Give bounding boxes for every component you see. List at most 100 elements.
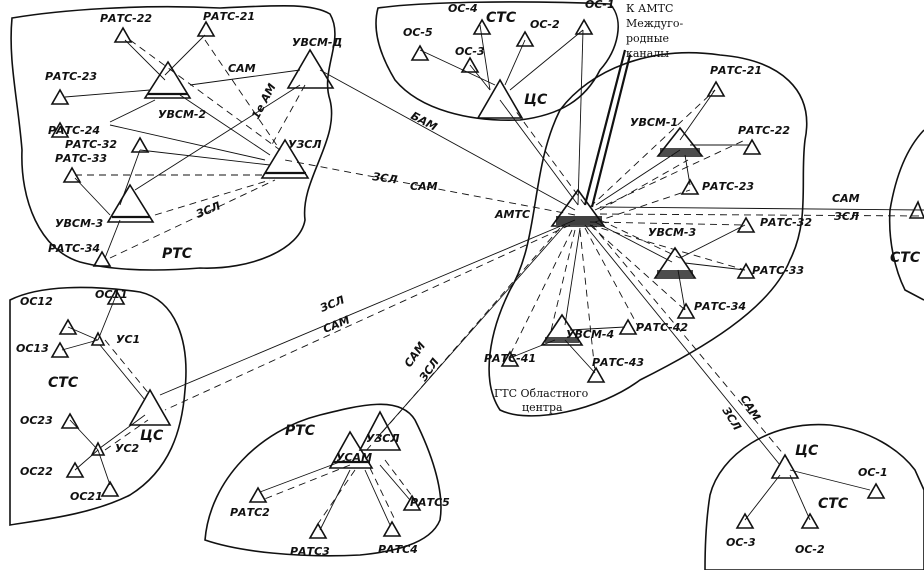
label-ratc21-top: РАТС-21 bbox=[203, 10, 255, 23]
label-ratc33-right: РАТС-33 bbox=[752, 264, 804, 277]
label-os5-top: ОС-5 bbox=[403, 26, 433, 39]
node-uvcm2-left bbox=[143, 60, 192, 99]
label-os21: ОС21 bbox=[70, 490, 103, 503]
label-link-cam-mid: САМ bbox=[321, 313, 351, 335]
node-os5-top bbox=[410, 44, 430, 61]
label-os1-top: ОС-1 bbox=[585, 0, 615, 11]
labels: РАТС-22 РАТС-21 УВСМ-Д РАТС-23 УВСМ-2 РА… bbox=[16, 0, 921, 558]
node-cs-left bbox=[128, 388, 172, 426]
node-ratc2 bbox=[248, 486, 268, 503]
label-os3-top: ОС-3 bbox=[455, 45, 485, 58]
node-os12 bbox=[58, 318, 78, 335]
label-uvcm3-left: УВСМ-3 bbox=[55, 217, 103, 230]
label-os2-br: ОС-2 bbox=[795, 543, 825, 556]
label-os2-top: ОС-2 bbox=[530, 18, 560, 31]
label-ratc34-right: РАТС-34 bbox=[694, 300, 746, 313]
region-stc-bottom-right bbox=[704, 423, 924, 570]
label-link-zcl-left-low: ЗСЛ bbox=[194, 199, 222, 220]
node-os1-br bbox=[866, 482, 886, 499]
region-stc-left bbox=[9, 286, 187, 526]
label-cs-bottom-right: ЦС bbox=[795, 443, 819, 459]
label-ratc24-left: РАТС-24 bbox=[48, 124, 100, 137]
node-ratc4 bbox=[382, 520, 402, 537]
node-cs-bottom-right bbox=[770, 453, 800, 479]
region-stc-far-right bbox=[888, 129, 924, 301]
node-amts bbox=[550, 188, 606, 227]
label-ratc23-left: РАТС-23 bbox=[45, 70, 97, 83]
label-os3-br: ОС-3 bbox=[726, 536, 756, 549]
label-ratc43: РАТС-43 bbox=[592, 356, 644, 369]
label-amtc-link: К АМТС bbox=[626, 2, 673, 15]
node-ratc24-left bbox=[50, 121, 70, 138]
node-os11 bbox=[106, 288, 126, 305]
label-rtc-left: РТС bbox=[162, 246, 193, 262]
node-ratc33-right bbox=[736, 262, 756, 279]
label-ctc-far-right: СТС bbox=[890, 250, 921, 266]
node-os3-br bbox=[735, 512, 755, 529]
node-uvcm3-left bbox=[106, 183, 155, 223]
label-us1: УС1 bbox=[116, 333, 140, 346]
label-ctc-left: СТС bbox=[48, 375, 79, 391]
label-link-cam-br: САМ bbox=[737, 393, 763, 423]
label-ctc-top: СТС bbox=[486, 10, 517, 26]
label-link-zcl: ЗСЛ bbox=[372, 170, 399, 186]
label-ratc32-left: РАТС-32 bbox=[65, 138, 117, 151]
label-intercity-1: Междуго- bbox=[626, 17, 684, 30]
node-uvcm-d bbox=[286, 48, 335, 89]
node-ratc41 bbox=[500, 350, 520, 367]
node-os1-top bbox=[574, 18, 594, 35]
region-rtc-top-left bbox=[10, 4, 336, 271]
label-link-zcl-mid: ЗСЛ bbox=[318, 293, 346, 314]
label-ratc32-right: РАТС-32 bbox=[760, 216, 812, 229]
node-uzsl-bottom bbox=[358, 410, 402, 451]
label-ratc33-left: РАТС-33 bbox=[55, 152, 107, 165]
node-uvcm3-right bbox=[653, 246, 697, 279]
label-link-bam: БАМ bbox=[409, 109, 440, 134]
label-ratc2: РАТС2 bbox=[230, 506, 270, 519]
label-ratc42: РАТС-42 bbox=[636, 321, 688, 334]
label-os1-br: ОС-1 bbox=[858, 466, 888, 479]
nodes bbox=[50, 18, 924, 539]
node-ratc22-top bbox=[113, 26, 133, 43]
label-link-cam-top: САМ bbox=[228, 62, 256, 75]
label-uvcm4: УВСМ-4 bbox=[566, 328, 614, 341]
label-ratc3: РАТС3 bbox=[290, 545, 330, 558]
label-link-zcl-bot: ЗСЛ bbox=[417, 356, 442, 384]
label-ratc23-right: РАТС-23 bbox=[702, 180, 754, 193]
label-cs-top: ЦС bbox=[524, 92, 548, 108]
label-link-cam: САМ bbox=[410, 180, 438, 193]
node-ratc42 bbox=[618, 318, 638, 335]
label-uvcm3-right: УВСМ-3 bbox=[648, 226, 696, 239]
node-ratc34-left bbox=[92, 250, 112, 267]
node-uvcm4 bbox=[540, 313, 584, 346]
label-os22: ОС22 bbox=[20, 465, 53, 478]
label-uzsl: УЗСЛ bbox=[288, 138, 322, 151]
region-gtc-center bbox=[488, 51, 808, 417]
region-stc-top bbox=[375, 1, 619, 122]
label-link-zcl-br: ЗСЛ bbox=[719, 405, 743, 433]
label-ratc4: РАТС4 bbox=[378, 543, 418, 556]
links bbox=[61, 24, 924, 531]
label-intercity-2: родные bbox=[626, 32, 669, 45]
label-ratc41: РАТС-41 bbox=[484, 352, 536, 365]
node-ucam-bottom bbox=[328, 430, 374, 469]
label-os23: ОС23 bbox=[20, 414, 53, 427]
label-link-zcl-right: ЗСЛ bbox=[834, 210, 859, 223]
node-ratc22-right bbox=[742, 138, 762, 155]
node-ratc23-left bbox=[50, 88, 70, 105]
label-ucam-bottom: УСАМ bbox=[336, 451, 372, 464]
node-ratc33-left bbox=[62, 166, 82, 183]
node-ratc43 bbox=[586, 366, 606, 383]
node-ratc5 bbox=[402, 494, 422, 511]
node-ratc3 bbox=[308, 522, 328, 539]
node-os21 bbox=[100, 480, 120, 497]
node-ratc32-right bbox=[736, 216, 756, 233]
label-amtc: АМТС bbox=[494, 208, 530, 221]
label-uzsl-bottom: УЗСЛ bbox=[366, 432, 400, 445]
label-ratc21-right: РАТС-21 bbox=[710, 64, 762, 77]
label-os13: ОС13 bbox=[16, 342, 49, 355]
node-uzsl bbox=[260, 138, 310, 179]
label-ratc5: РАТС5 bbox=[410, 496, 450, 509]
node-os2-br bbox=[800, 512, 820, 529]
